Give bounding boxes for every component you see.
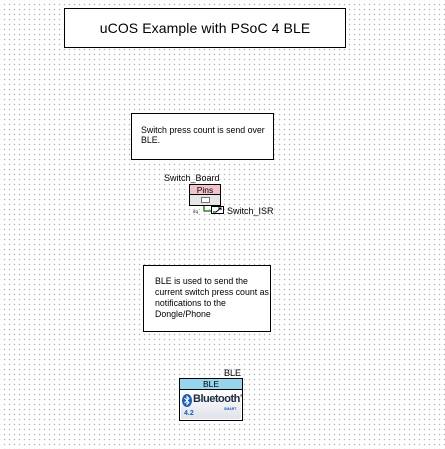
bluetooth-smart-logo: Bluetooth® SMART 4.2 — [181, 391, 243, 419]
switch-note-text: Switch press count is send over BLE. — [141, 125, 265, 145]
pins-component-body — [189, 194, 221, 206]
bluetooth-smart-label: SMART — [224, 407, 237, 411]
title-note[interactable]: uCOS Example with PSoC 4 BLE — [64, 8, 346, 48]
schematic-title: uCOS Example with PSoC 4 BLE — [99, 20, 311, 36]
pins-component[interactable]: Pins — [189, 184, 221, 206]
bluetooth-wordmark: Bluetooth® — [193, 393, 243, 405]
bluetooth-rune-icon — [182, 394, 192, 407]
switch-board-instance-label: Switch_Board — [164, 173, 220, 183]
switch-isr-instance-label: Switch_ISR — [227, 206, 274, 216]
ble-note-text: BLE is used to send the current switch p… — [155, 276, 269, 319]
bluetooth-version-label: 4.2 — [184, 410, 194, 417]
ble-component-header: BLE — [180, 379, 242, 390]
pin-terminal-icon — [201, 197, 210, 203]
interrupt-symbol-icon[interactable] — [211, 206, 224, 214]
ble-note[interactable]: BLE is used to send the current switch p… — [143, 265, 271, 332]
ble-instance-label: BLE — [224, 368, 242, 378]
ble-component[interactable]: BLE Bluetooth® SMART 4.2 — [179, 378, 243, 421]
irq-terminal-label: irq — [193, 209, 199, 214]
switch-note[interactable]: Switch press count is send over BLE. — [131, 113, 274, 160]
irq-wire[interactable] — [203, 205, 215, 215]
